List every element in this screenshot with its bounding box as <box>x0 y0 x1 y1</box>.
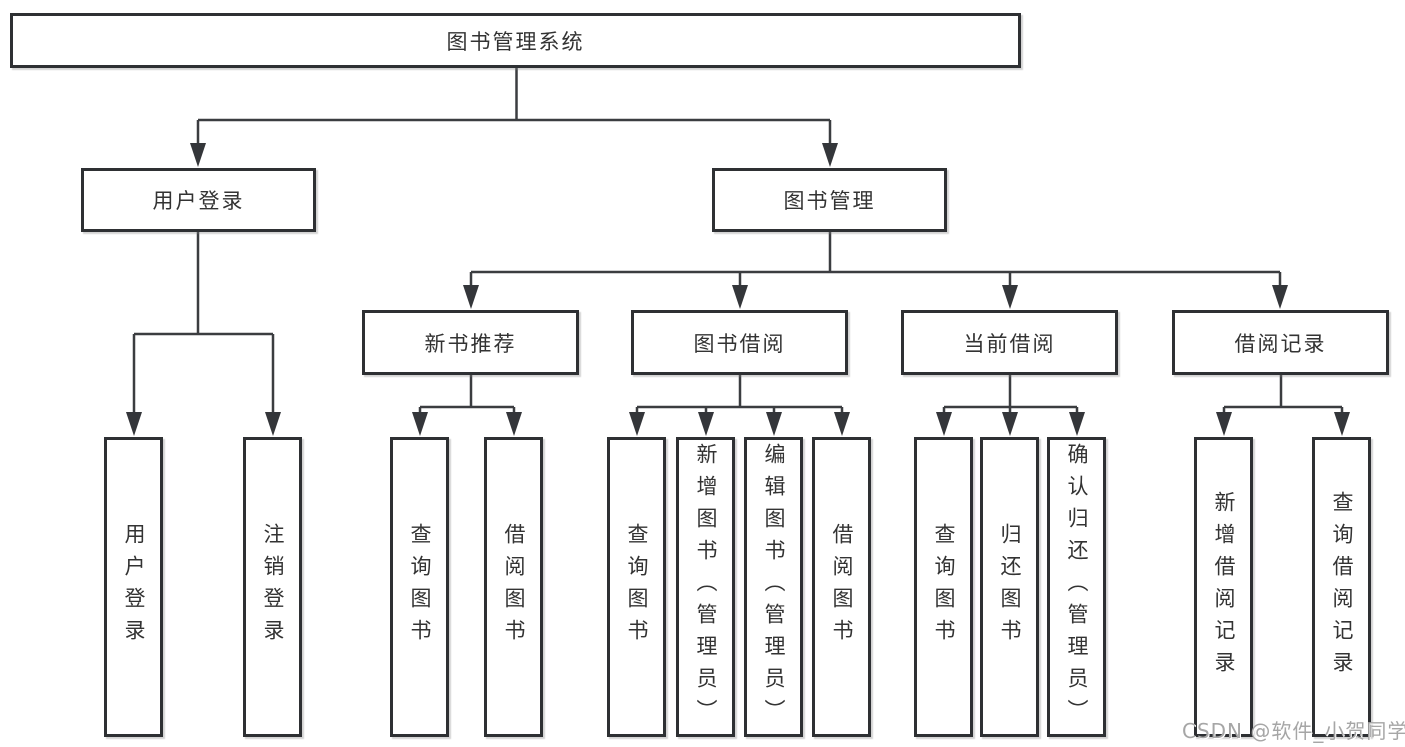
leaf-borrow-books-recommend: 借阅图书 <box>484 437 543 737</box>
leaf-edit-book-admin: 编辑图书（管理员） <box>744 437 803 737</box>
node-book-management: 图书管理 <box>712 168 947 232</box>
arrowhead <box>463 285 479 309</box>
arrowhead <box>822 143 838 167</box>
arrowhead <box>698 412 714 436</box>
arrowhead <box>1334 412 1350 436</box>
arrowhead <box>265 412 281 436</box>
arrowhead <box>190 143 206 167</box>
leaf-label: 新增图书（管理员） <box>694 443 718 731</box>
arrowhead <box>834 412 850 436</box>
connector-lines <box>132 68 1344 414</box>
leaf-confirm-return-admin: 确认归还（管理员） <box>1047 437 1106 737</box>
leaf-logout: 注销登录 <box>243 437 302 737</box>
arrowhead <box>506 412 522 436</box>
arrowhead <box>1272 285 1288 309</box>
leaf-label: 编辑图书（管理员） <box>762 443 786 731</box>
arrowhead <box>1216 412 1232 436</box>
leaf-user-login: 用户登录 <box>104 437 163 737</box>
node-label: 新书推荐 <box>424 331 517 356</box>
connector-user-login-children <box>132 232 275 414</box>
arrowhead <box>936 412 952 436</box>
arrowhead <box>629 412 645 436</box>
leaf-query-books-recommend: 查询图书 <box>390 437 449 737</box>
leaf-query-books-current: 查询图书 <box>914 437 973 737</box>
leaf-query-borrow-record: 查询借阅记录 <box>1312 437 1371 737</box>
connector-root-to-level1 <box>196 68 832 146</box>
leaf-borrow-books-borrow: 借阅图书 <box>812 437 871 737</box>
node-label: 借阅记录 <box>1234 331 1327 356</box>
node-user-login: 用户登录 <box>81 168 316 232</box>
csdn-watermark: CSDN @软件_小贺同学 <box>1182 719 1405 743</box>
node-new-book-recommendation: 新书推荐 <box>362 310 579 375</box>
arrowheads <box>126 143 1350 436</box>
leaf-label: 查询图书 <box>408 523 432 651</box>
node-label: 图书管理系统 <box>446 29 585 54</box>
connector-current-borrow-children <box>942 375 1079 414</box>
leaf-add-borrow-record: 新增借阅记录 <box>1194 437 1253 737</box>
leaf-label: 借阅图书 <box>830 523 854 651</box>
leaf-label: 用户登录 <box>122 523 146 651</box>
leaf-add-book-admin: 新增图书（管理员） <box>676 437 735 737</box>
arrowhead <box>1002 285 1018 309</box>
leaf-label: 归还图书 <box>998 523 1022 651</box>
leaf-label: 查询图书 <box>932 523 956 651</box>
leaf-label: 借阅图书 <box>502 523 526 651</box>
connector-borrow-records-children <box>1222 375 1344 414</box>
arrowhead <box>732 285 748 309</box>
node-current-borrowing: 当前借阅 <box>901 310 1118 375</box>
node-label: 当前借阅 <box>963 331 1056 356</box>
node-label: 图书借阅 <box>693 331 786 356</box>
node-book-borrowing: 图书借阅 <box>631 310 848 375</box>
arrowhead <box>1002 412 1018 436</box>
leaf-label: 确认归还（管理员） <box>1065 443 1089 731</box>
leaf-label: 查询图书 <box>625 523 649 651</box>
leaf-label: 新增借阅记录 <box>1212 491 1236 683</box>
leaf-label: 注销登录 <box>261 523 285 651</box>
leaf-label: 查询借阅记录 <box>1330 491 1354 683</box>
connector-new-book-children <box>418 375 516 414</box>
node-borrowing-records: 借阅记录 <box>1172 310 1389 375</box>
arrowhead <box>412 412 428 436</box>
node-label: 图书管理 <box>783 189 876 213</box>
leaf-return-book: 归还图书 <box>980 437 1039 737</box>
connector-book-management-children <box>469 232 1282 287</box>
arrowhead <box>1069 412 1085 436</box>
node-library-management-system: 图书管理系统 <box>10 13 1021 68</box>
node-label: 用户登录 <box>152 189 245 213</box>
leaf-query-books-borrow: 查询图书 <box>607 437 666 737</box>
connector-book-borrow-children <box>635 375 844 414</box>
arrowhead <box>766 412 782 436</box>
arrowhead <box>126 412 142 436</box>
